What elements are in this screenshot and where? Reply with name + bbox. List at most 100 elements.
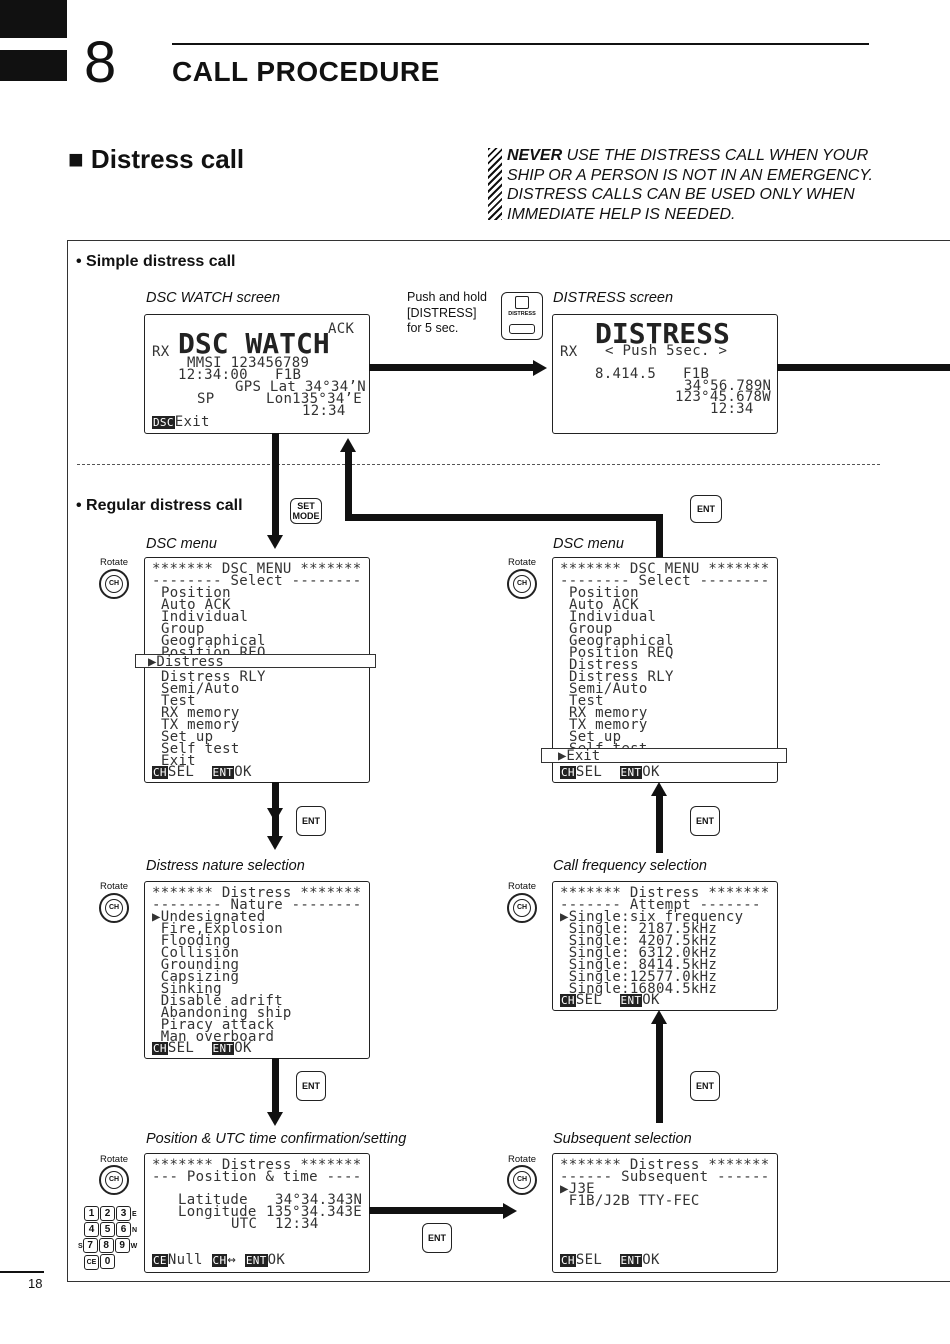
- push-hold-note: Push and hold [DISTRESS] for 5 sec.: [407, 290, 487, 337]
- nature-item: Piracy attack: [152, 1017, 275, 1033]
- longitude-value[interactable]: 135°34.343E: [266, 1204, 363, 1220]
- set-label: SET: [297, 501, 315, 511]
- warning-line-4: IMMEDIATE HELP IS NEEDED.: [507, 205, 736, 223]
- dsc-watch-title: DSC WATCH: [178, 327, 330, 360]
- ok-text: OK: [234, 764, 252, 780]
- ent-key-right-1[interactable]: ENT: [690, 806, 720, 836]
- rotate-label-3: Rotate: [100, 881, 128, 892]
- watch-footer: DSCExit: [152, 414, 210, 430]
- sel-text: SEL: [575, 764, 603, 780]
- page-number-rule: [0, 1271, 44, 1273]
- position-sub: --- Position & time ----: [152, 1169, 362, 1185]
- ent-key-left-2[interactable]: ENT: [296, 1071, 326, 1101]
- ch-key-label: CH: [152, 1042, 168, 1055]
- ent-key-label: ENT: [619, 994, 643, 1007]
- ent-key-top-right[interactable]: ENT: [690, 495, 722, 523]
- key-2[interactable]: 2: [100, 1206, 115, 1221]
- arrow-subsequent-to-freq: [656, 1023, 663, 1123]
- return-path-top: [345, 514, 663, 521]
- distress-highlight[interactable]: ▶Distress: [135, 654, 376, 669]
- exit-highlight[interactable]: ▶Exit: [541, 748, 787, 763]
- key-ce[interactable]: CE: [84, 1255, 99, 1270]
- ch-knob-5-label: CH: [105, 1171, 123, 1189]
- warning-text: NEVER USE THE DISTRESS CALL WHEN YOUR SH…: [507, 146, 887, 224]
- nature-item: ▶Undesignated: [152, 909, 266, 925]
- ch-knob-2[interactable]: CH: [507, 569, 537, 599]
- menu-item: Geographical: [569, 633, 674, 649]
- rotate-label-4: Rotate: [508, 881, 536, 892]
- ch-knob-6[interactable]: CH: [507, 1165, 537, 1195]
- key-8[interactable]: 8: [98, 1238, 114, 1253]
- distress-screen-caption: DISTRESS screen: [553, 290, 674, 306]
- key-5[interactable]: 5: [100, 1222, 115, 1237]
- distress-time: 12:34: [710, 401, 754, 417]
- arrowhead-right-1: [533, 360, 547, 376]
- ent-key-left-1[interactable]: ENT: [296, 806, 326, 836]
- nature-sub: -------- Nature --------: [152, 897, 362, 913]
- ch-knob-6-label: CH: [513, 1171, 531, 1189]
- latitude-label: Latitude: [178, 1192, 248, 1208]
- freq-item: Single: 2187.5kHz: [560, 921, 718, 937]
- dsc-menu-screen-left: ******* DSC MENU ******* -------- Select…: [144, 557, 370, 783]
- exit-text: Exit: [174, 414, 210, 430]
- dsc-watch-screen: ACK RX DSC WATCH MMSI 123456789 12:34:00…: [144, 314, 370, 434]
- ok-text: OK: [642, 992, 660, 1008]
- ent-key-bottom[interactable]: ENT: [422, 1223, 452, 1253]
- key-7[interactable]: 7: [82, 1238, 98, 1253]
- latitude-value[interactable]: 34°34.343N: [275, 1192, 363, 1208]
- menu-item: Group: [161, 621, 205, 637]
- arrows-text: ↔: [227, 1252, 237, 1268]
- nature-item: Disable adrift: [152, 993, 283, 1009]
- menu-item: Self test: [161, 741, 240, 757]
- ok-text: OK: [642, 764, 660, 780]
- nature-header: ******* Distress *******: [152, 885, 362, 901]
- section-divider: [77, 464, 880, 465]
- nature-item: Sinking: [152, 981, 222, 997]
- menu-item: Group: [569, 621, 613, 637]
- arrow-watch-to-distress: [369, 364, 535, 371]
- key-9[interactable]: 9: [114, 1238, 130, 1253]
- subsequent-item: F1B/J2B TTY-FEC: [560, 1193, 700, 1209]
- position-footer: CENull CH↔ ENTOK: [152, 1252, 285, 1268]
- ch-knob-5[interactable]: CH: [99, 1165, 129, 1195]
- nature-item: Fire,Explosion: [152, 921, 283, 937]
- key-3[interactable]: 3: [116, 1206, 131, 1221]
- ch-knob-4[interactable]: CH: [507, 893, 537, 923]
- position-header: ******* Distress *******: [152, 1157, 362, 1173]
- freq-footer: CHSEL ENTOK: [560, 992, 660, 1008]
- freq-item: Single: 6312.0kHz: [560, 945, 718, 961]
- push-line-1: Push and hold: [407, 290, 487, 304]
- distress-key-base: [509, 324, 535, 334]
- subsequent-screen: ******* Distress ******* ------ Subseque…: [552, 1153, 778, 1273]
- position-screen: ******* Distress ******* --- Position & …: [144, 1153, 370, 1273]
- key-4[interactable]: 4: [84, 1222, 99, 1237]
- ch-knob-1-label: CH: [105, 575, 123, 593]
- menu-item: Distress: [569, 657, 639, 673]
- ch-knob-1[interactable]: CH: [99, 569, 129, 599]
- menu-header: ******* DSC MENU *******: [152, 561, 362, 577]
- key-6[interactable]: 6: [116, 1222, 131, 1237]
- regular-distress-heading: • Regular distress call: [76, 497, 243, 514]
- freq-sub: ------- Attempt -------: [560, 897, 761, 913]
- nature-item: Collision: [152, 945, 240, 961]
- nature-screen: ******* Distress ******* -------- Nature…: [144, 881, 370, 1059]
- arrowhead-right-2: [503, 1203, 517, 1219]
- rotate-label-6: Rotate: [508, 1154, 536, 1165]
- key-suffix-e: E: [132, 1211, 137, 1218]
- ch-knob-3[interactable]: CH: [99, 893, 129, 923]
- menu-item: Position: [161, 585, 231, 601]
- utc-value[interactable]: 12:34: [275, 1216, 319, 1232]
- sel-text: SEL: [167, 764, 195, 780]
- ent-key-right-2[interactable]: ENT: [690, 1071, 720, 1101]
- simple-distress-heading: • Simple distress call: [76, 253, 236, 270]
- key-0[interactable]: 0: [100, 1254, 115, 1269]
- distress-freq: 8.414.5: [595, 366, 657, 382]
- sel-text: SEL: [575, 1252, 603, 1268]
- warning-line-2: SHIP OR A PERSON IS NOT IN AN EMERGENCY.: [507, 166, 873, 184]
- arrowhead-up-1: [651, 782, 667, 796]
- freq-item: Single: 4207.5kHz: [560, 933, 718, 949]
- menu-header: ******* DSC MENU *******: [560, 561, 770, 577]
- chapter-tab-top: [0, 0, 67, 38]
- key-1[interactable]: 1: [84, 1206, 99, 1221]
